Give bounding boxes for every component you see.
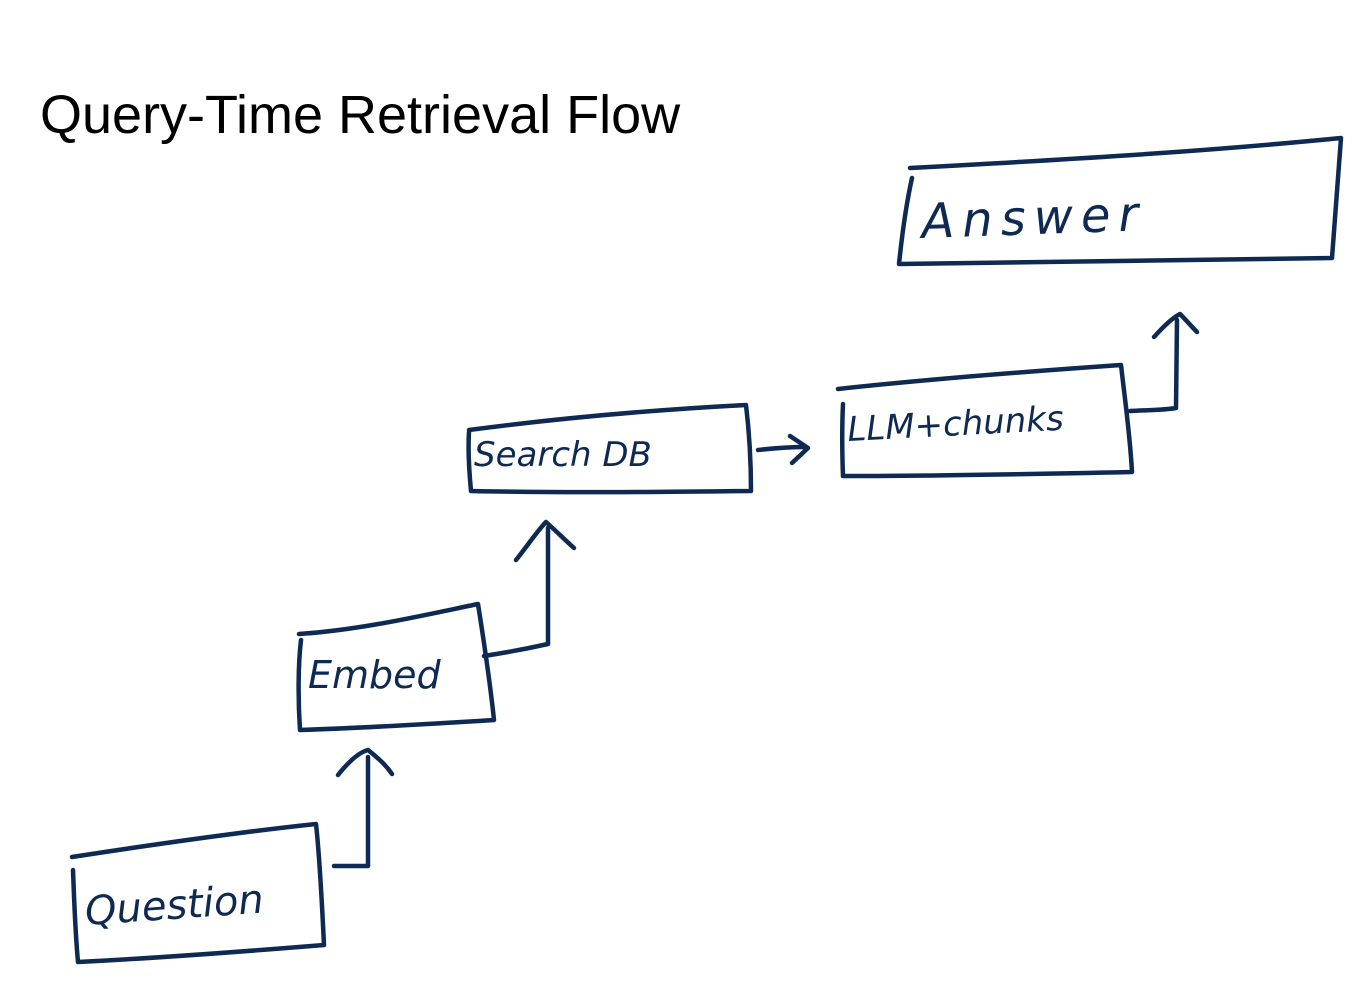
page-title: Query-Time Retrieval Flow	[40, 85, 681, 145]
search-label: Search DB	[474, 435, 652, 475]
arrowhead-question-to-embed	[335, 747, 395, 778]
search-box	[466, 402, 754, 495]
embed-box	[296, 601, 497, 733]
llm-label: LLM+chunks	[846, 399, 1064, 450]
question-label: Question	[83, 877, 265, 935]
arrow-embed-to-search	[481, 525, 551, 659]
answer-label: Answer	[917, 186, 1147, 250]
arrowhead-llm-to-answer	[1151, 311, 1200, 340]
arrow-search-to-llm	[755, 444, 809, 453]
llm-box	[835, 362, 1135, 479]
arrow-question-to-embed	[331, 754, 371, 869]
question-box	[69, 821, 327, 965]
arrow-llm-to-answer	[1127, 317, 1180, 414]
answer-box	[896, 135, 1344, 267]
arrowhead-embed-to-search	[513, 519, 577, 563]
arrowhead-search-to-llm	[787, 433, 811, 466]
embed-label: Embed	[308, 653, 442, 697]
